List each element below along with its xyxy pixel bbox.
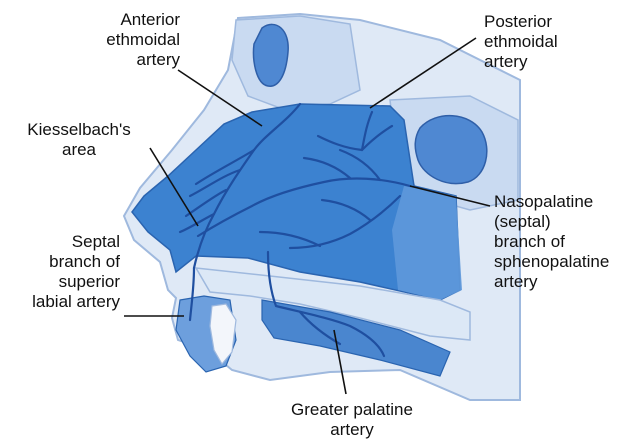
label-line: artery — [484, 52, 624, 72]
label-line: superior — [4, 272, 120, 292]
label-line: area — [4, 140, 154, 160]
label-line: Kiesselbach's — [4, 120, 154, 140]
label-line: artery — [494, 272, 630, 292]
label-line: Posterior — [484, 12, 624, 32]
label-line: Septal — [4, 232, 120, 252]
label-line: labial artery — [4, 292, 120, 312]
label-line: branch of — [494, 232, 630, 252]
label-line: Nasopalatine — [494, 192, 630, 212]
label-posterior-ethmoidal-artery: Posterior ethmoidal artery — [484, 12, 624, 72]
label-line: artery — [70, 50, 180, 70]
label-nasopalatine-branch: Nasopalatine (septal) branch of sphenopa… — [494, 192, 630, 292]
label-line: artery — [262, 420, 442, 440]
label-septal-branch: Septal branch of superior labial artery — [4, 232, 120, 312]
label-line: Greater palatine — [262, 400, 442, 420]
label-line: ethmoidal — [70, 30, 180, 50]
label-line: sphenopalatine — [494, 252, 630, 272]
septum-posterior-shade — [392, 186, 462, 300]
frontal-bone — [232, 16, 360, 108]
label-greater-palatine-artery: Greater palatine artery — [262, 400, 442, 440]
label-anterior-ethmoidal-artery: Anterior ethmoidal artery — [70, 10, 180, 70]
label-line: Anterior — [70, 10, 180, 30]
label-line: branch of — [4, 252, 120, 272]
label-kiesselbachs-area: Kiesselbach's area — [4, 120, 154, 160]
label-line: (septal) — [494, 212, 630, 232]
label-line: ethmoidal — [484, 32, 624, 52]
